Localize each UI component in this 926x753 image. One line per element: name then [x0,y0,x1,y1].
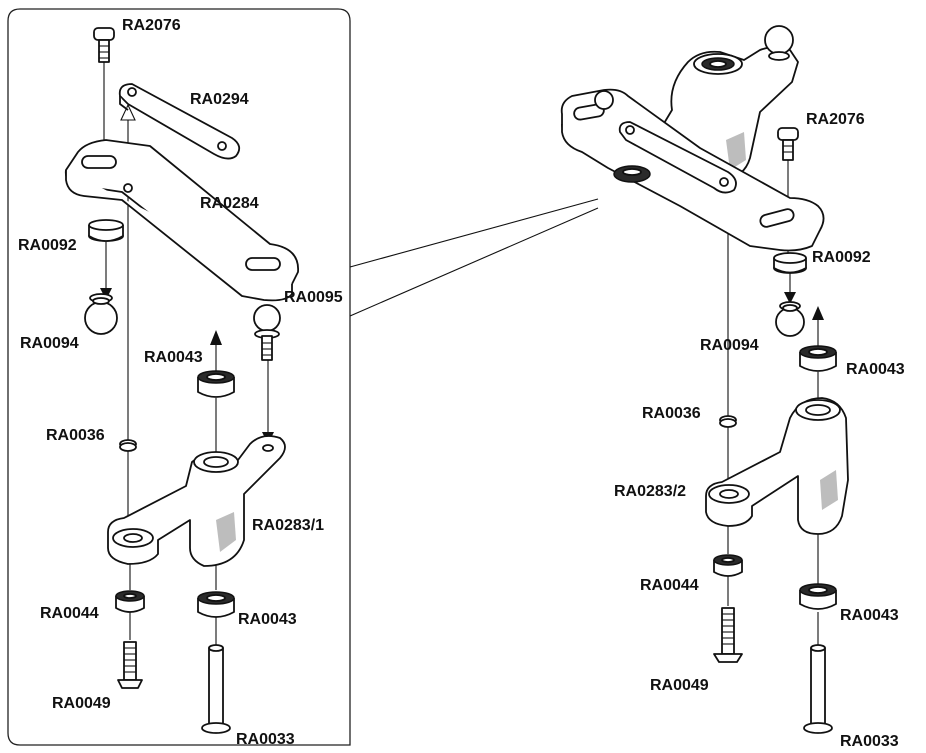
bearing-ra0043-top-right [799,345,837,372]
label-ra2076: RA2076 [122,17,181,34]
pin-ra0033-right [803,644,833,734]
plate-ra0284 [64,139,299,302]
ball-stud-ra0095 [253,304,281,361]
assembled-steering-unit [560,25,825,252]
label-ra0049-right: RA0049 [650,677,709,694]
left-exploded-group: RA2076 RA0294 RA0284 RA0092 RA0095 RA009… [18,17,343,748]
screw-ra0049 [117,641,143,689]
label-ra0092: RA0092 [18,237,77,254]
label-ra0094: RA0094 [20,335,79,352]
ball-ra0094-right [775,301,805,337]
spacer-ra0092 [88,219,124,242]
label-ra0044-right: RA0044 [640,577,699,594]
label-ra0043-top: RA0043 [144,349,203,366]
label-ra0043-top-right: RA0043 [846,361,905,378]
callout-line-top [349,198,599,268]
label-ra2076-right: RA2076 [806,111,865,128]
label-ra0092-right: RA0092 [812,249,871,266]
bellcrank-ra0283-2 [705,397,849,535]
bearing-ra0043-bottom [197,591,235,618]
bearing-ra0043-top [197,370,235,398]
label-ra0095: RA0095 [284,289,343,306]
label-ra0043-bottom: RA0043 [238,611,297,628]
label-ra0294: RA0294 [190,91,249,108]
label-ra0044: RA0044 [40,605,99,622]
link-ra0294 [118,83,241,160]
label-ra0049: RA0049 [52,695,111,712]
bearing-ra0043-bottom-right [799,583,837,610]
ball-ra0094 [84,293,118,335]
bellcrank-ra0283-1 [107,435,286,567]
right-assembled-group: RA2076 RA0092 RA0094 RA0043 RA0036 RA028… [560,25,905,750]
shim-ra0036-right [719,415,737,428]
label-ra0284: RA0284 [200,195,259,212]
label-ra0036-right: RA0036 [642,405,701,422]
label-ra0283-1: RA0283/1 [252,517,324,534]
bearing-ra0044 [115,590,145,613]
screw-ra2076-right [777,127,799,161]
label-ra0094-right: RA0094 [700,337,759,354]
shim-ra0036 [119,439,137,452]
label-ra0036: RA0036 [46,427,105,444]
label-ra0283-2-right: RA0283/2 [614,483,686,500]
detail-frame [7,8,351,746]
pin-ra0033 [201,644,231,734]
label-ra0043-bottom-right: RA0043 [840,607,899,624]
spacer-ra0092-right [773,252,807,274]
label-ra0033-right: RA0033 [840,733,899,750]
callout-line-bottom [349,207,599,317]
screw-ra2076 [93,27,115,63]
bearing-ra0044-right [713,554,743,577]
label-ra0033: RA0033 [236,731,295,748]
screw-ra0049-right [713,607,743,663]
